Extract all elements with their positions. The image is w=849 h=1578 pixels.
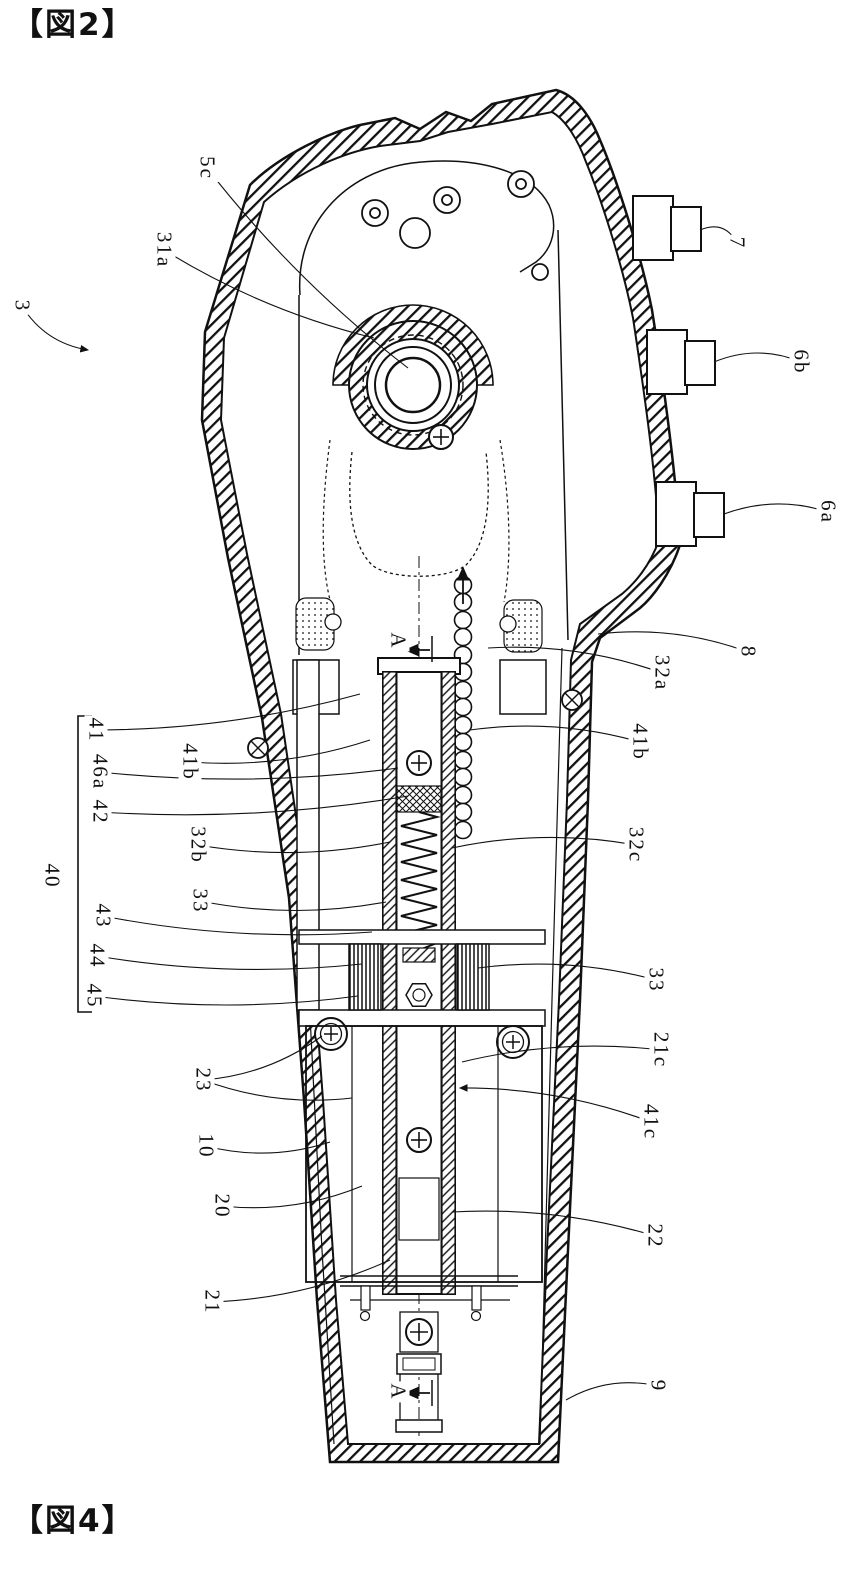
figure4-caption: 【図4】 [12, 1503, 135, 1539]
leader-line-45 [93, 995, 359, 1006]
ref-label-32c: 32c [624, 824, 649, 866]
ref-label-41b: 41b [628, 721, 653, 763]
leader-line-10 [205, 1141, 331, 1154]
bearing-assembly [295, 304, 543, 653]
screw-icon [405, 1318, 433, 1346]
leader-line-6b [713, 352, 802, 363]
ref-label-10: 10 [194, 1131, 219, 1161]
ref-label-A: A [386, 1381, 411, 1403]
leader-line-23 [202, 1079, 353, 1101]
leader-line-43 [102, 915, 373, 936]
leader-line-46a [99, 767, 399, 780]
ref-label-46a: 46a [88, 751, 113, 793]
section-markers [404, 636, 433, 1406]
ref-label-3: 3 [10, 297, 35, 315]
ref-label-45: 45 [82, 981, 107, 1011]
leader-line-41b [469, 725, 641, 743]
screw-icon [428, 424, 454, 450]
ref-label-9: 9 [646, 1377, 671, 1395]
leader-line-41c [458, 1084, 652, 1123]
leader-line-32b [197, 841, 391, 854]
screw-icon [496, 1025, 530, 1059]
ref-label-41: 41 [84, 715, 109, 745]
ref-label-6a: 6a [816, 498, 841, 526]
ref-label-21: 21 [200, 1287, 225, 1317]
leader-line-9 [565, 1382, 659, 1401]
leader-line-32c [451, 836, 637, 849]
ref-label-41b: 41b [178, 741, 203, 783]
screw-icon [406, 1127, 432, 1153]
connector-7 [632, 195, 702, 261]
leader-line-22 [451, 1210, 656, 1237]
leader-line-41 [95, 693, 361, 731]
leader-line-32a [487, 646, 663, 674]
connector-plugs [632, 195, 725, 547]
coil-spring [400, 811, 441, 951]
ref-label-40: 40 [40, 861, 65, 891]
leader-line-31a [163, 249, 375, 339]
leader-line-33 [477, 963, 657, 981]
ref-label-6b: 6b [789, 347, 814, 377]
leader-line-23 [202, 1035, 323, 1081]
knurled-nut-right [456, 943, 490, 1011]
leader-line-44 [96, 955, 363, 970]
ref-label-41c: 41c [639, 1101, 664, 1143]
figure2-caption: 【図2】 [12, 7, 135, 43]
ref-label-5c: 5c [195, 154, 220, 182]
bolt-icon [561, 689, 583, 711]
ref-label-33: 33 [644, 965, 669, 995]
ref-label-A: A [386, 630, 411, 652]
ref-label-32a: 32a [650, 652, 675, 694]
connector-6a [655, 481, 725, 547]
leader-line-8 [597, 631, 749, 653]
ref-label-44: 44 [85, 941, 110, 971]
chain [453, 566, 473, 840]
leader-line-5c [206, 167, 409, 369]
ref-label-7: 7 [725, 234, 750, 252]
ref-label-22: 22 [643, 1221, 668, 1251]
ref-label-8: 8 [736, 643, 761, 661]
lower-frame [305, 1025, 543, 1283]
top-bolts [361, 170, 549, 281]
bottom-assembly [340, 1275, 518, 1433]
leader-line-33 [199, 900, 387, 912]
leader-line-41b [189, 739, 371, 764]
ref-label-33: 33 [188, 886, 213, 916]
knurled-nut-left [348, 943, 382, 1011]
connector-6b [646, 329, 716, 395]
clamp-block [298, 929, 546, 1059]
leader-line-42 [99, 795, 409, 816]
ref-label-32b: 32b [186, 824, 211, 866]
bolt-icon [247, 737, 269, 759]
leader-line-6a [723, 503, 829, 515]
leader-line-21c [461, 1045, 662, 1063]
ref-label-42: 42 [88, 797, 113, 827]
leader-line-21 [211, 1259, 391, 1303]
ref-label-23: 23 [191, 1065, 216, 1095]
guide-rail [247, 657, 583, 1295]
ref-label-21c: 21c [649, 1029, 674, 1071]
leader-line-20 [221, 1185, 363, 1209]
screw-icon [406, 750, 432, 776]
ref-label-20: 20 [210, 1191, 235, 1221]
screw-icon [314, 1017, 348, 1051]
slider-block [396, 785, 442, 813]
ref-label-43: 43 [91, 901, 116, 931]
ref-label-31a: 31a [152, 229, 177, 271]
